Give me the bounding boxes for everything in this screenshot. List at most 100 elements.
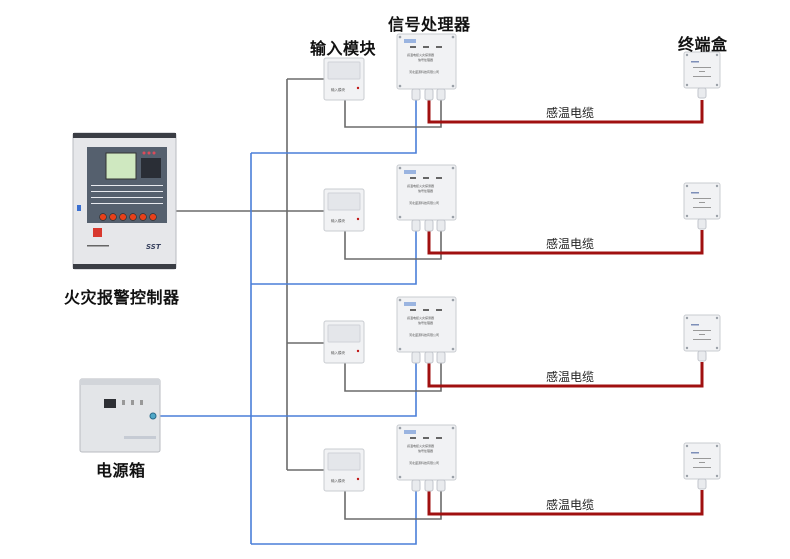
processor-indicator <box>410 309 416 311</box>
input-module[interactable]: 输入模块 <box>323 448 365 492</box>
input-module-face-text: 输入模块 <box>331 218 345 223</box>
terminal-box[interactable] <box>683 51 721 99</box>
controller-keypad <box>142 151 156 155</box>
processor-text-line2: 信号处理器 <box>418 57 433 62</box>
cable-label-3: 感温电缆 <box>546 370 595 384</box>
input-module-led <box>356 86 360 90</box>
processor-text-line2: 信号处理器 <box>418 320 433 325</box>
input-module-window <box>327 452 361 471</box>
power-box-indicators <box>122 400 143 405</box>
screw-icon <box>685 214 689 218</box>
screw-icon <box>715 444 719 448</box>
power-branch-2 <box>251 230 417 285</box>
sensing-cable-2 <box>427 230 704 255</box>
input-module-led <box>356 477 360 481</box>
label-power-box: 电源箱 <box>96 461 146 480</box>
processor-company: 河北盛源科技有限公司 <box>409 200 439 205</box>
processor-company: 河北盛源科技有限公司 <box>409 69 439 74</box>
module-output-1 <box>344 100 442 128</box>
processor-indicator <box>410 437 416 439</box>
sensing-cables <box>427 100 704 516</box>
screw-icon <box>398 84 402 88</box>
processor-text-line2: 信号处理器 <box>418 448 433 453</box>
terminal-box-text <box>699 202 705 203</box>
terminal-box-text <box>693 339 711 340</box>
terminal-box[interactable] <box>683 442 721 490</box>
screw-icon <box>451 347 455 351</box>
terminal-box-text <box>693 330 711 331</box>
terminal-box-logo <box>691 192 699 194</box>
processor-text-line1: 感温电缆火灾探测器 <box>407 183 434 188</box>
terminal-box-text <box>693 467 711 468</box>
controller-brand: SST <box>146 243 162 251</box>
terminal-box-text <box>699 334 705 335</box>
screw-icon <box>715 184 719 188</box>
sensing-cable-4 <box>427 490 704 516</box>
processor-text-line1: 感温电缆火灾探测器 <box>407 443 434 448</box>
input-module[interactable]: 输入模块 <box>323 57 365 101</box>
sensing-cable-3 <box>427 362 704 388</box>
terminal-box-logo <box>691 324 699 326</box>
cable-gland <box>424 351 434 364</box>
terminal-box-logo <box>691 61 699 63</box>
power-branch-1 <box>251 100 417 154</box>
cable-gland <box>436 351 446 364</box>
power-branch-3 <box>251 362 417 417</box>
processor-text-line1: 感温电缆火灾探测器 <box>407 52 434 57</box>
terminal-box-text <box>693 458 711 459</box>
cable-gland <box>697 87 707 99</box>
input-module-led <box>356 217 360 221</box>
processor-company: 河北盛源科技有限公司 <box>409 460 439 465</box>
screw-icon <box>398 215 402 219</box>
screw-icon <box>451 35 455 39</box>
screw-icon <box>715 316 719 320</box>
cable-gland <box>424 219 434 232</box>
screw-icon <box>685 444 689 448</box>
label-signal-processor: 信号处理器 <box>388 15 471 34</box>
terminal-box-text <box>693 198 711 199</box>
screw-icon <box>685 184 689 188</box>
terminal-box-body <box>683 442 721 480</box>
cable-gland <box>411 479 421 492</box>
power-box-display <box>104 399 116 408</box>
label-input-module: 输入模块 <box>310 39 377 58</box>
processor-indicator <box>410 46 416 48</box>
screw-icon <box>451 84 455 88</box>
power-branch-4 <box>251 490 417 545</box>
input-module[interactable]: 输入模块 <box>323 320 365 364</box>
screw-icon <box>398 426 402 430</box>
terminal-box-text <box>693 76 711 77</box>
processor-logo <box>404 39 416 43</box>
screw-icon <box>685 316 689 320</box>
input-module[interactable]: 输入模块 <box>323 188 365 232</box>
cable-gland <box>411 351 421 364</box>
screw-icon <box>685 53 689 57</box>
cable-gland <box>436 479 446 492</box>
screw-icon <box>398 166 402 170</box>
screw-icon <box>715 474 719 478</box>
input-module-led <box>356 349 360 353</box>
screw-icon <box>685 474 689 478</box>
sensing-cable-1 <box>427 100 704 124</box>
cable-gland <box>424 88 434 101</box>
processor-company: 河北盛源科技有限公司 <box>409 332 439 337</box>
processor-indicator <box>423 437 429 439</box>
power-bus <box>160 100 417 545</box>
terminal-box[interactable] <box>683 182 721 230</box>
terminal-box-body <box>683 51 721 89</box>
terminal-box-body <box>683 314 721 352</box>
terminal-box-text <box>699 462 705 463</box>
screw-icon <box>715 214 719 218</box>
terminal-box[interactable] <box>683 314 721 362</box>
fire-alarm-controller[interactable]: SST <box>72 132 177 270</box>
power-box[interactable] <box>79 378 161 453</box>
screw-icon <box>715 83 719 87</box>
screw-icon <box>451 426 455 430</box>
processor-indicator <box>436 177 442 179</box>
screw-icon <box>398 298 402 302</box>
